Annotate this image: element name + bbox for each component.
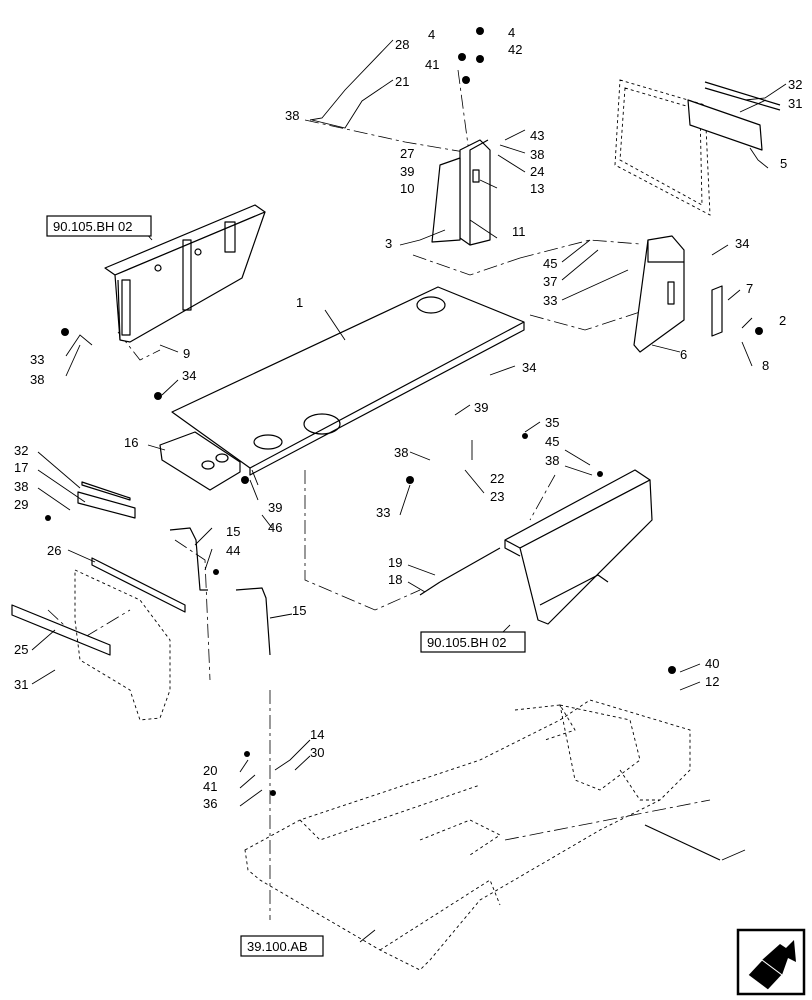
callout-39-right: 40 xyxy=(705,656,719,671)
gas-strut xyxy=(419,547,501,596)
callout-6: 6 xyxy=(680,347,687,362)
callout-33-center: 33 xyxy=(376,505,390,520)
callout-26: 26 xyxy=(47,543,61,558)
ref-text-top-left: 90.105.BH 02 xyxy=(53,219,133,234)
callout-38-center: 38 xyxy=(394,445,408,460)
callout-45-below16: 46 xyxy=(268,520,282,535)
right-side-shroud xyxy=(504,469,653,625)
callout-11: 11 xyxy=(512,224,526,239)
callout-43: 44 xyxy=(226,543,240,558)
callout-17: 17 xyxy=(14,460,28,475)
floor-supports xyxy=(169,527,271,656)
lower-rear-panels xyxy=(11,557,186,721)
callout-39-center: 39 xyxy=(474,400,488,415)
rear-window-panel xyxy=(614,79,781,216)
callout-41-left: 41 xyxy=(425,57,439,72)
callout-5: 5 xyxy=(780,156,787,171)
callout-41-right: 42 xyxy=(508,42,522,57)
callout-38-topright: 38 xyxy=(530,147,544,162)
callout-29: 29 xyxy=(14,497,28,512)
machine-frame xyxy=(244,699,691,971)
callout-21: 21 xyxy=(395,74,409,89)
callout-44: 45 xyxy=(543,256,557,271)
callout-3: 3 xyxy=(385,236,392,251)
callout-35: 35 xyxy=(545,415,559,430)
callout-40: 41 xyxy=(203,779,217,794)
callout-45-right: 45 xyxy=(545,434,559,449)
ref-text-bottom: 39.100.AB xyxy=(247,939,308,954)
callout-18: 18 xyxy=(388,572,402,587)
callout-13: 13 xyxy=(530,181,544,196)
callout-31-bottom: 31 xyxy=(14,677,28,692)
callout-38-midleft: 38 xyxy=(14,479,28,494)
callout-22: 22 xyxy=(490,471,504,486)
center-post-bracket xyxy=(431,139,491,246)
callout-1: 1 xyxy=(296,295,303,310)
callout-7: 7 xyxy=(746,281,753,296)
callout-34-left: 34 xyxy=(182,368,196,383)
callout-31-top: 31 xyxy=(788,96,802,111)
callout-9: 9 xyxy=(183,346,190,361)
callout-33-right: 33 xyxy=(543,293,557,308)
callout-15-lower: 15 xyxy=(292,603,306,618)
callout-12: 12 xyxy=(705,674,719,689)
callout-20: 20 xyxy=(203,763,217,778)
callout-38-top: 38 xyxy=(285,108,299,123)
callout-32-top: 32 xyxy=(788,77,802,92)
callout-2: 2 xyxy=(779,313,786,328)
left-side-shroud xyxy=(104,204,266,343)
left-bracket-assembly xyxy=(77,431,241,519)
callout-labels: 1 2 3 4 4 5 6 7 8 9 10 11 12 13 14 15 15… xyxy=(14,25,802,811)
callout-38-right: 38 xyxy=(545,453,559,468)
callout-19: 19 xyxy=(388,555,402,570)
callout-27: 27 xyxy=(400,146,414,161)
next-page-arrow-icon xyxy=(747,940,796,991)
callout-25: 25 xyxy=(14,642,28,657)
callout-4-right: 4 xyxy=(508,25,515,40)
callout-23: 23 xyxy=(490,489,504,504)
callout-16: 16 xyxy=(124,435,138,450)
callout-28: 28 xyxy=(395,37,409,52)
right-side-console xyxy=(633,235,723,353)
callout-37: 37 xyxy=(543,274,557,289)
callout-38-below16: 39 xyxy=(268,500,282,515)
callout-38-left: 38 xyxy=(30,372,44,387)
callout-24: 24 xyxy=(530,164,544,179)
floor-panel xyxy=(171,286,525,476)
callout-34-center: 34 xyxy=(522,360,536,375)
callout-15-upper: 15 xyxy=(226,524,240,539)
callout-8: 8 xyxy=(762,358,769,373)
ref-text-mid-right: 90.105.BH 02 xyxy=(427,635,507,650)
callout-10: 10 xyxy=(400,181,414,196)
ref-box-bottom[interactable]: 39.100.AB xyxy=(240,935,324,957)
callout-36: 36 xyxy=(203,796,217,811)
hardware-fasteners xyxy=(45,27,763,796)
callout-30: 30 xyxy=(310,745,324,760)
callout-4-left: 4 xyxy=(428,27,435,42)
callout-14: 14 xyxy=(310,727,324,742)
rod-part-46 xyxy=(644,824,721,861)
next-page-arrow-button[interactable] xyxy=(736,928,806,996)
callout-34-right: 34 xyxy=(735,236,749,251)
callout-32-left: 32 xyxy=(14,443,28,458)
callout-42: 43 xyxy=(530,128,544,143)
callout-33-left: 33 xyxy=(30,352,44,367)
ref-box-mid-right[interactable]: 90.105.BH 02 xyxy=(420,631,526,653)
ref-box-top-left[interactable]: 90.105.BH 02 xyxy=(46,215,152,237)
callout-39-top: 39 xyxy=(400,164,414,179)
